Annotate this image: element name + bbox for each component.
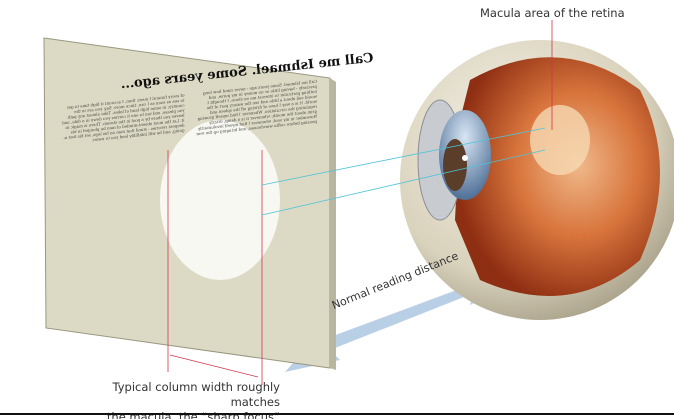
macula [530, 105, 590, 175]
focus-area [160, 120, 280, 280]
caption-line-1: Typical column width roughly matches [112, 380, 281, 409]
iris [443, 139, 467, 191]
page-body-mirrored: Call me Ishmael. Some years ago - never … [62, 78, 317, 143]
bottom-rule [0, 413, 674, 415]
macula-label: Macula area of the retina [480, 6, 625, 20]
sight-line [261, 149, 546, 216]
retina [455, 57, 660, 296]
sight-line [261, 127, 546, 186]
distance-arrow [285, 272, 512, 372]
column-width-arrow [169, 354, 259, 378]
